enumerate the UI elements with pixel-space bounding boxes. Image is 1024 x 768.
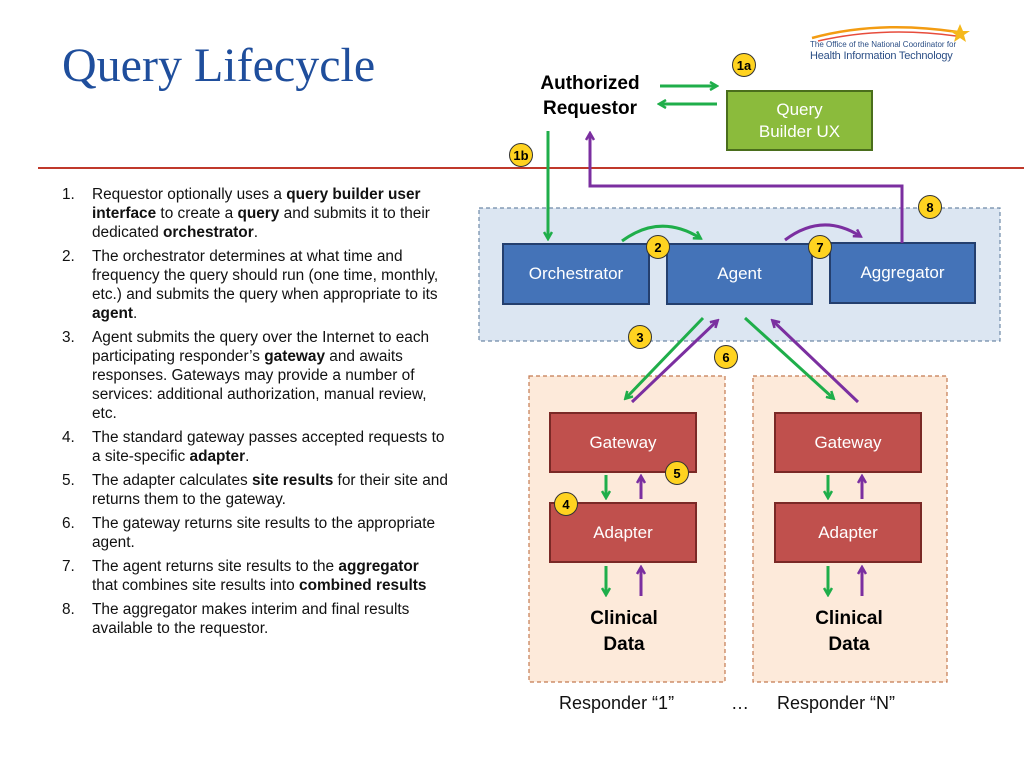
step-item: 8. The aggregator makes interim and final… <box>58 600 448 638</box>
step-number: 4. <box>62 429 75 446</box>
logo-line-2: Health Information Technology <box>810 50 953 62</box>
responder-n-caption: Responder “N” <box>777 693 896 713</box>
step-text: . <box>253 224 258 241</box>
adapter-n-label: Adapter <box>818 522 878 542</box>
step-keyword: query builder user interface <box>92 186 421 222</box>
gateway-1-label: Gateway <box>589 432 657 452</box>
query-builder-line-1: Query <box>776 99 823 119</box>
agent-node <box>666 243 813 305</box>
onc-logo <box>811 24 970 42</box>
step-keyword: query <box>237 205 280 222</box>
badge-2: 2 <box>646 235 670 259</box>
arrow-7 <box>784 223 860 242</box>
step-keyword: site results <box>252 472 334 489</box>
step-item: 4. The standard gateway passes accepted r… <box>58 428 448 466</box>
step-text: for their site and returns them to the g… <box>92 472 448 508</box>
responder-1-caption: Responder “1” <box>559 693 675 713</box>
step-item: 5. The adapter calculates site results fo… <box>58 471 448 509</box>
badge-5: 5 <box>665 461 689 485</box>
step-number: 2. <box>62 248 75 265</box>
title-divider <box>38 167 1024 169</box>
step-keyword: agent <box>92 305 134 322</box>
clinical-data-1-line-2: Data <box>603 634 645 655</box>
step-text: . <box>245 448 250 465</box>
step-text: to create a <box>156 205 238 222</box>
step-number: 5. <box>62 472 75 489</box>
responder-ellipsis: … <box>731 693 749 713</box>
query-builder-label: Query Builder UX <box>727 91 872 150</box>
orchestrator-node <box>502 243 650 305</box>
badge-4: 4 <box>554 492 578 516</box>
logo-line-1: The Office of the National Coordinator f… <box>810 40 957 49</box>
step-number: 1. <box>62 186 75 203</box>
badge-6: 6 <box>714 345 738 369</box>
step-item: 6. The gateway returns site results to th… <box>58 514 448 552</box>
step-keyword: orchestrator <box>163 224 254 241</box>
step-text: The standard gateway passes accepted req… <box>92 429 445 465</box>
step-item: 1. Requestor optionally uses a query buil… <box>58 185 448 242</box>
badge-3: 3 <box>628 325 652 349</box>
arrow-3-to-responder-n <box>743 316 833 398</box>
gateway-n-label: Gateway <box>814 432 882 452</box>
step-text: and submits it to their dedicated <box>92 205 430 241</box>
clinical-data-n-line-1: Clinical <box>815 608 883 629</box>
badge-8: 8 <box>918 195 942 219</box>
badge-7: 7 <box>808 235 832 259</box>
step-keyword: gateway <box>264 348 326 365</box>
step-item: 2. The orchestrator determines at what ti… <box>58 247 448 323</box>
steps-list: 1. Requestor optionally uses a query buil… <box>58 185 448 643</box>
clinical-data-n-line-2: Data <box>828 634 870 655</box>
step-text: The aggregator makes interim and final r… <box>92 601 410 637</box>
step-text: The orchestrator determines at what time… <box>92 248 439 303</box>
step-text: The adapter calculates <box>92 472 252 489</box>
page-title: Query Lifecycle <box>62 39 376 92</box>
badge-1b: 1b <box>509 143 533 167</box>
orchestrator-label: Orchestrator <box>528 264 624 283</box>
clinical-data-1-label: Clinical Data <box>565 606 683 658</box>
step-text: that combines site results into <box>92 577 300 594</box>
clinical-data-n-label: Clinical Data <box>790 606 908 658</box>
step-text: and awaits responses. Gateways may provi… <box>92 348 427 422</box>
authorized-requestor-label: Authorized Requestor <box>510 71 670 121</box>
adapter-1-label: Adapter <box>593 522 653 542</box>
clinical-data-1-line-1: Clinical <box>590 608 658 629</box>
adapter-n-node <box>774 502 922 563</box>
step-number: 3. <box>62 329 75 346</box>
step-item: 7.The agent returns site results to the … <box>58 557 448 595</box>
step-text: The agent returns site results to the <box>92 558 339 575</box>
step-keyword: combined results <box>299 577 427 594</box>
step-text: Agent submits the query over the Interne… <box>92 329 430 365</box>
adapter-1-node <box>549 502 697 563</box>
step-text: . <box>133 305 138 322</box>
gateway-n-node <box>774 412 922 473</box>
query-builder-node <box>726 90 873 151</box>
aggregator-label: Aggregator <box>860 263 945 282</box>
arrow-8 <box>590 134 904 243</box>
step-number: 6. <box>62 515 75 532</box>
step-keyword: aggregator <box>338 558 419 575</box>
aggregator-node <box>829 242 976 304</box>
requestor-line-2: Requestor <box>543 98 637 119</box>
arrow-6-from-responder-1 <box>630 321 717 404</box>
step-item: 3. Agent submits the query over the Inter… <box>58 328 448 423</box>
step-text: Requestor optionally uses a <box>92 186 287 203</box>
step-text: The gateway returns site results to the … <box>92 515 436 551</box>
requestor-line-1: Authorized <box>540 73 640 94</box>
arrow-2 <box>621 224 700 243</box>
step-number: 7. <box>62 558 75 575</box>
step-number: 8. <box>62 601 75 618</box>
arrow-6-from-responder-n <box>773 321 860 404</box>
badge-1a: 1a <box>732 53 756 77</box>
agent-label: Agent <box>717 264 762 283</box>
query-builder-line-2: Builder UX <box>758 121 841 141</box>
arrow-3-to-responder-1 <box>626 316 705 398</box>
step-keyword: adapter <box>189 448 246 465</box>
